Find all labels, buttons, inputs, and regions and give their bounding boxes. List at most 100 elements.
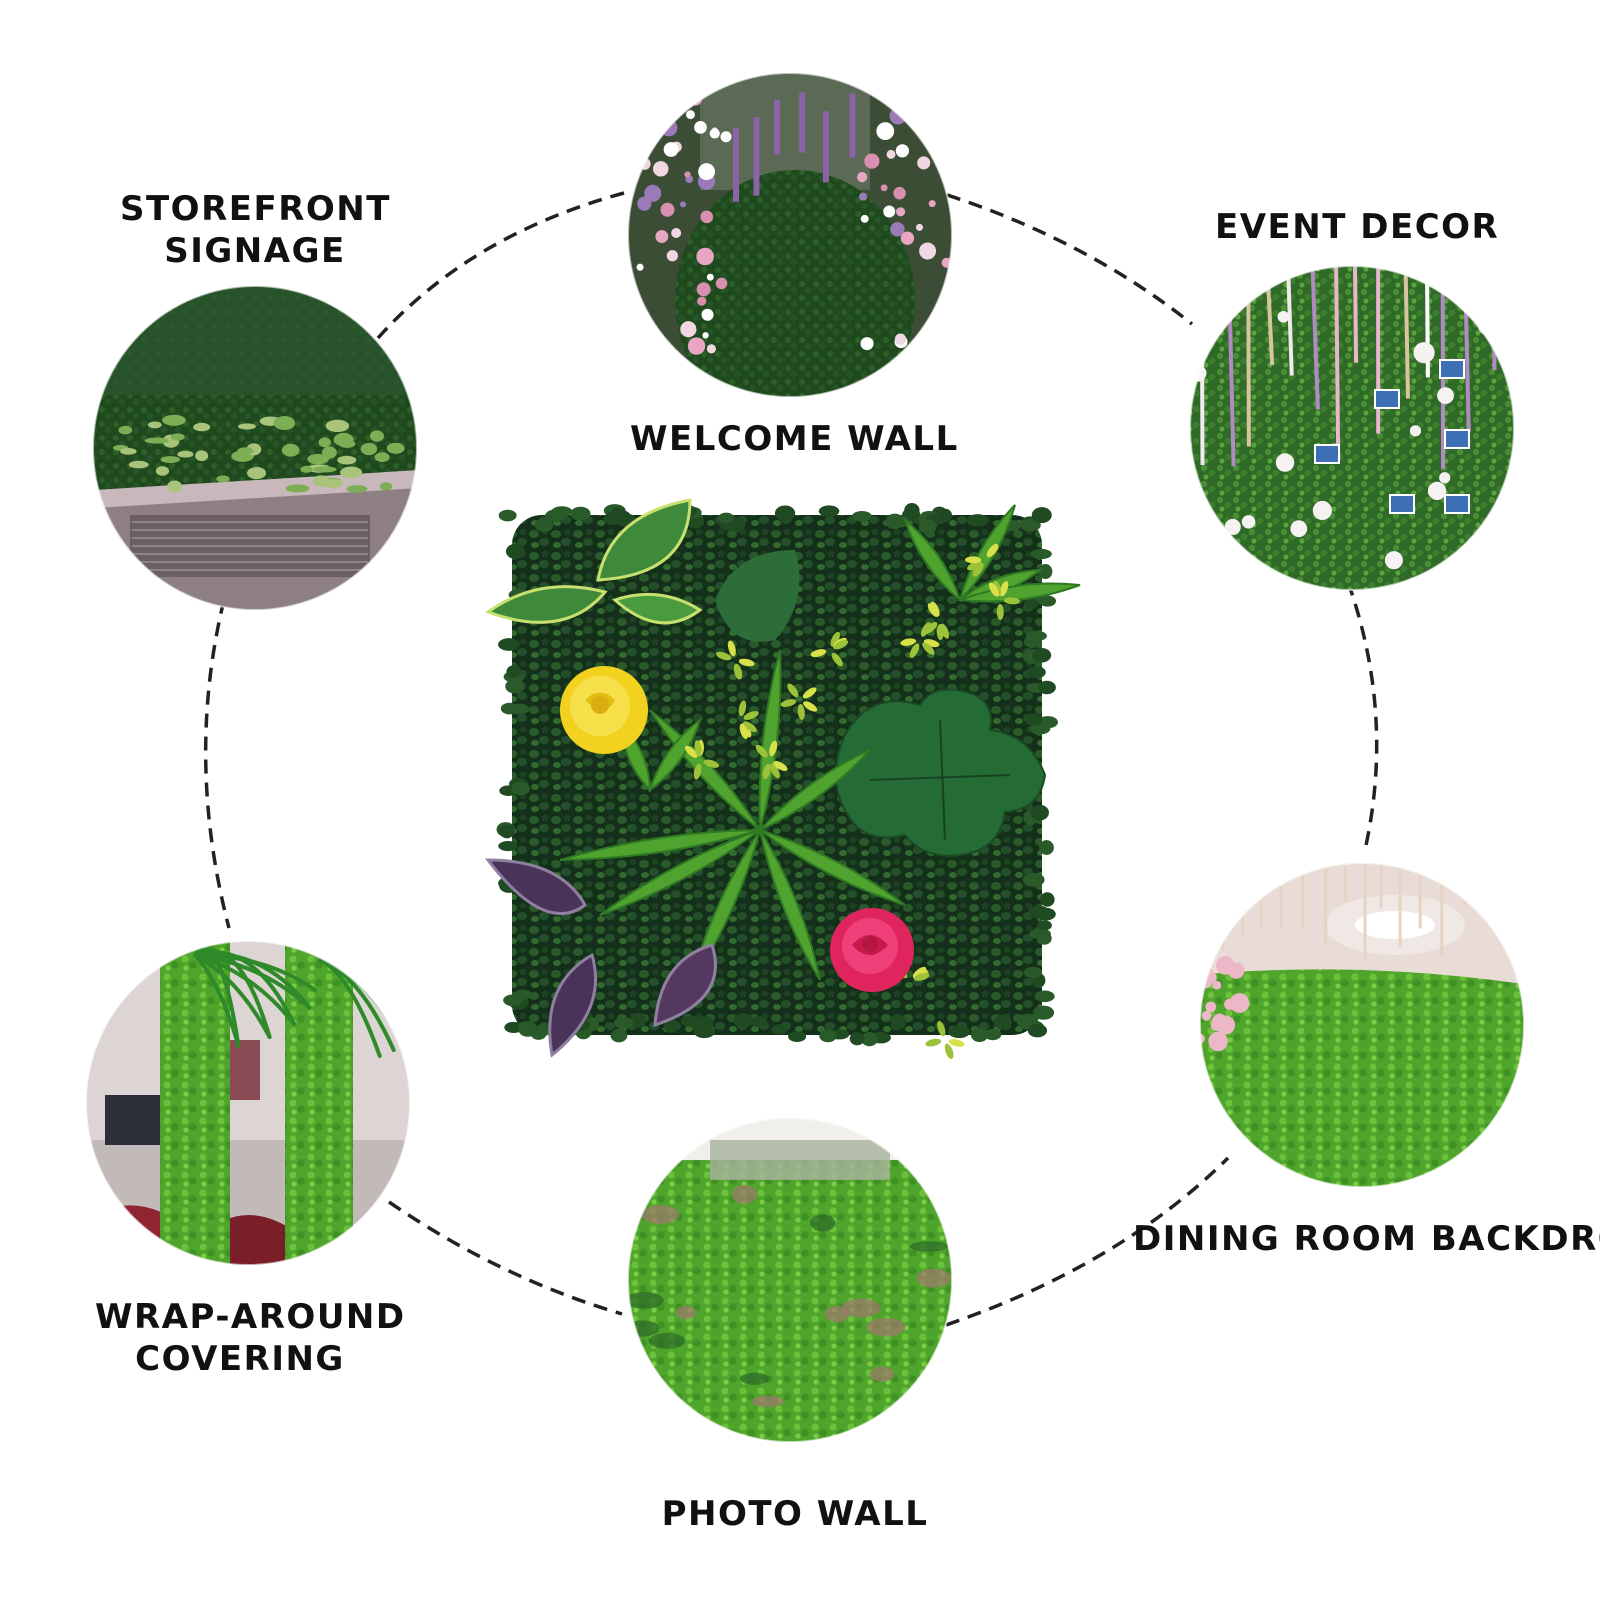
event-decor-photo <box>1185 262 1520 592</box>
pink-flower <box>1216 956 1235 975</box>
fern-sprig <box>752 1396 784 1407</box>
hedge-leaf <box>274 416 295 430</box>
boxwood-leaf <box>1032 648 1051 662</box>
boxwood-leaf <box>788 1031 806 1042</box>
label-welcome-wall: WELCOME WALL <box>630 418 950 460</box>
fern-sprig <box>641 1205 679 1224</box>
flower-dot <box>663 365 679 381</box>
boxwood-leaf <box>498 638 520 651</box>
hedge-leaf <box>326 420 350 432</box>
hedge-leaf <box>286 484 310 492</box>
flower-dot <box>640 365 653 378</box>
flower-dot <box>907 102 915 110</box>
hedge-leaf <box>247 467 266 479</box>
hedge-leaf <box>161 456 180 463</box>
photo-frame <box>1390 495 1414 513</box>
hedge-leaf <box>313 466 337 472</box>
boxwood-leaf <box>852 511 872 521</box>
fern-sprig <box>870 1367 895 1382</box>
flower-dot <box>896 144 909 157</box>
hedge-leaf <box>145 438 169 444</box>
boxwood-leaf <box>631 1013 646 1028</box>
boxwood-leaf <box>890 1015 905 1026</box>
boxwood-leaf <box>518 1021 537 1037</box>
boxwood-leaf <box>1032 507 1052 523</box>
flower-dot <box>861 215 869 223</box>
flower-dot <box>864 154 879 169</box>
flower-dot <box>887 150 896 159</box>
fern-sprig <box>740 1373 769 1385</box>
boxwood-leaf <box>775 505 795 521</box>
flower-dot <box>919 243 936 260</box>
white-flower <box>1290 520 1307 537</box>
hedge-leaf <box>120 448 137 455</box>
hedge-leaf <box>148 422 162 429</box>
fern-sprig <box>841 1299 880 1318</box>
hedge-leaf <box>237 447 254 454</box>
flower-dot <box>694 121 707 134</box>
flower-dot <box>671 228 681 238</box>
boxwood-leaf <box>681 1016 701 1027</box>
boxwood-leaf <box>948 1026 970 1039</box>
hedge-leaf <box>337 456 356 465</box>
hedge-leaf <box>177 451 193 458</box>
flower-dot <box>893 187 905 199</box>
boxwood-leaf <box>498 841 518 851</box>
wisteria-strand <box>733 128 739 202</box>
flower-dot <box>710 128 720 138</box>
white-flower <box>1410 425 1421 436</box>
hedge-leaf <box>346 485 367 493</box>
white-flower <box>1437 387 1454 404</box>
boxwood-leaf <box>1034 991 1054 1003</box>
hedge-leaf <box>387 443 405 454</box>
flower-dot <box>929 200 936 207</box>
boxwood-leaf <box>967 514 989 527</box>
label-storefront-signage: STOREFRONT SIGNAGE <box>120 188 390 272</box>
wisteria-strand <box>753 117 759 195</box>
boxwood-leaf <box>971 1027 988 1042</box>
flower-dot <box>917 156 930 169</box>
flower-dot <box>881 184 888 191</box>
hedge-leaf <box>370 430 384 441</box>
hedge-leaf <box>375 452 390 462</box>
boxwood-leaf <box>1036 908 1056 921</box>
wisteria-strand <box>774 100 780 155</box>
flower-dot <box>902 370 916 384</box>
boxwood-leaf <box>1040 892 1055 906</box>
pink-flower <box>1230 993 1250 1013</box>
hedge-leaf <box>162 415 186 426</box>
hanging-vine <box>1248 265 1249 447</box>
hedge-leaf <box>334 433 354 446</box>
white-flower <box>1313 501 1332 520</box>
flower-dot <box>859 193 867 201</box>
pink-flower <box>1208 1032 1228 1052</box>
hedge-leaf <box>319 437 331 447</box>
boxwood-leaf <box>570 507 590 521</box>
hedge-leaf <box>167 481 182 493</box>
boxwood-leaf <box>499 824 514 838</box>
flower-dot <box>901 231 914 244</box>
boxwood-leaf <box>733 1013 754 1027</box>
boxwood-leaf <box>919 519 937 534</box>
fern-sprig <box>810 1215 835 1232</box>
fern-sprig <box>916 1269 950 1288</box>
flower-dot <box>680 201 686 207</box>
flower-dot <box>660 203 674 217</box>
boxwood-leaf <box>514 990 532 1000</box>
boxwood-leaf <box>1026 631 1047 641</box>
fern-sprig <box>624 1320 659 1336</box>
white-flower <box>1414 342 1435 363</box>
hanging-vine <box>1336 265 1338 460</box>
boxwood-leaf <box>509 704 529 715</box>
photo-frame <box>1440 360 1464 378</box>
flower-dot <box>675 74 688 87</box>
yellow-rose-icon <box>560 666 648 754</box>
boxwood-leaf <box>614 1017 633 1029</box>
flower-dot <box>663 95 680 112</box>
flower-dot <box>667 250 678 261</box>
photo-frame <box>1445 495 1469 513</box>
hedge-leaf <box>340 467 362 479</box>
flower-dot <box>707 274 714 281</box>
hanging-vine <box>1493 265 1494 370</box>
pink-flower <box>1216 1016 1235 1035</box>
